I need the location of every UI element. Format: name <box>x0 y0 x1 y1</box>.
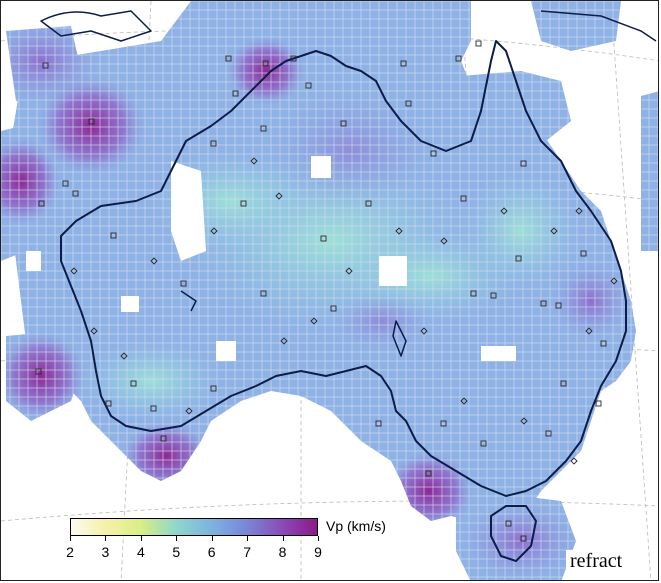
colorbar-tick-mark <box>70 536 71 541</box>
colorbar-tick-mark <box>211 536 213 541</box>
colorbar-tick-mark <box>247 536 249 541</box>
colorbar-gradient <box>70 518 318 536</box>
colorbar-tick-label: 3 <box>101 544 110 560</box>
colorbar-tick-label: 9 <box>314 544 322 560</box>
coastline <box>40 10 657 562</box>
colorbar-title: Vp (km/s) <box>326 518 386 534</box>
colorbar-tick-label: 2 <box>66 544 74 560</box>
dataset-label: refract <box>566 550 629 575</box>
coverage-gaps <box>26 156 516 361</box>
station-markers-diamond <box>70 157 618 465</box>
colorbar-ticks: 2 3 4 5 6 7 8 9 <box>66 536 322 560</box>
colorbar-tick-mark <box>282 536 284 541</box>
colorbar-tick-label: 8 <box>278 544 287 560</box>
colorbar-tick-mark <box>176 536 178 541</box>
station-markers <box>35 40 607 542</box>
colorbar-tick-mark <box>140 536 142 541</box>
colorbar-tick-label: 4 <box>136 544 145 560</box>
colorbar-tick-mark <box>105 536 107 541</box>
colorbar-tick-label: 6 <box>207 544 216 560</box>
colorbar-tick-label: 5 <box>172 544 181 560</box>
colorbar-tick-label: 7 <box>243 544 252 560</box>
colorbar-tick-mark <box>318 536 319 541</box>
